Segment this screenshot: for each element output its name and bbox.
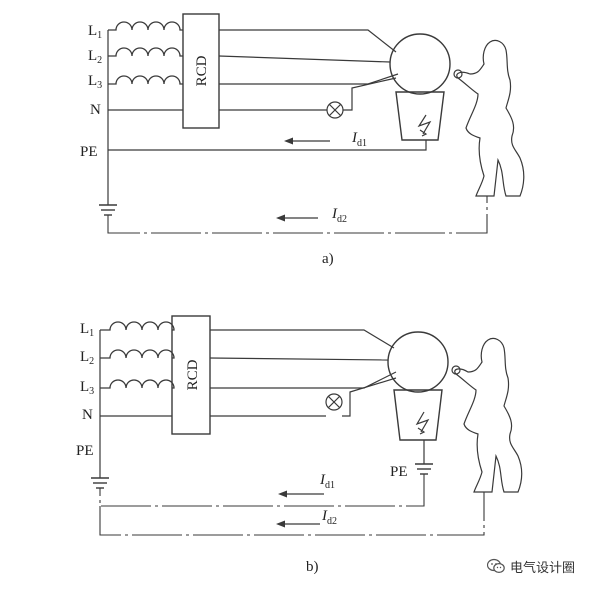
label-l2-a: L2 <box>88 48 102 66</box>
label-pe-b: PE <box>76 443 94 459</box>
diagram-a-labels: L1 L2 L3 N PE <box>80 23 102 160</box>
person-figure-b <box>454 337 523 493</box>
label-n-b: N <box>82 407 93 423</box>
coil-l1-b <box>100 321 175 331</box>
fault-bolt-a <box>417 114 432 135</box>
watermark: 电气设计圈 <box>487 556 575 576</box>
watermark-text: 电气设计圈 <box>510 560 576 576</box>
label-l3-b: L3 <box>80 379 94 397</box>
label-id1-b: Id1 <box>319 472 335 491</box>
label-pe-a: PE <box>80 144 98 160</box>
diagram-b-labels: L1 L2 L3 N PE <box>76 321 94 459</box>
coil-l3-b <box>100 379 175 389</box>
label-l3-a: L3 <box>88 73 102 91</box>
motor-circle-a <box>389 33 451 95</box>
hand-contact-a <box>453 69 463 79</box>
lamp-return-b <box>342 377 397 417</box>
hand-contact-b <box>451 365 461 375</box>
label-id1-a: Id1 <box>351 130 367 149</box>
lamp-a <box>326 101 344 119</box>
arrow-id1-a <box>284 137 330 145</box>
label-l1-a: L1 <box>88 23 102 41</box>
rcd-box-b <box>171 315 211 435</box>
label-id2-b: Id2 <box>321 508 337 527</box>
out-l2-b <box>209 357 389 361</box>
earth-symbol-source-b <box>91 477 109 489</box>
earth-return-a <box>107 196 488 234</box>
lamp-circle-b <box>325 393 343 411</box>
rcd-box-a <box>182 13 220 129</box>
lamp-b <box>325 393 343 411</box>
diagram-a: L1 L2 L3 N PE RCD <box>80 13 525 267</box>
coil-l1-a <box>108 21 183 31</box>
rcd-label-b: RCD <box>185 359 201 390</box>
equipment-frame-a <box>395 91 445 141</box>
label-id2-a: Id2 <box>331 206 347 225</box>
coils-a <box>107 21 183 205</box>
earth-symbol-local-b <box>415 463 433 475</box>
label-l2-b: L2 <box>80 349 94 367</box>
earth-path-d2-b <box>99 492 485 536</box>
out-l1-a <box>219 29 397 53</box>
lamp-circle-a <box>326 101 344 119</box>
fault-bolt-b <box>415 411 430 433</box>
label-pe-local-b: PE <box>390 464 408 480</box>
coils-b <box>99 321 175 478</box>
arrow-id2-a <box>276 214 318 222</box>
label-l1-b: L1 <box>80 321 94 339</box>
label-n-a: N <box>90 102 101 118</box>
earth-symbol-a <box>99 204 117 216</box>
caption-b: b) <box>306 559 319 575</box>
equipment-a <box>389 33 451 141</box>
out-l3-b <box>210 371 397 389</box>
lamp-return-a <box>343 77 397 111</box>
person-figure-a <box>456 39 525 197</box>
diagram-b: L1 L2 L3 N PE RCD <box>76 315 523 575</box>
conductors-a <box>218 29 399 111</box>
coil-l2-b <box>100 349 175 359</box>
coil-l2-a <box>108 47 183 57</box>
arrow-id2-b <box>276 520 320 528</box>
equipment-frame-b <box>393 389 443 441</box>
wechat-icon <box>487 558 505 574</box>
out-l2-a <box>218 55 391 63</box>
pe-conductor-a <box>108 140 427 151</box>
conductors-b <box>209 329 397 417</box>
earth-path-d1-b <box>99 474 425 507</box>
arrow-id1-b <box>278 490 324 498</box>
rcd-label-a: RCD <box>194 55 210 86</box>
out-l3-a <box>219 73 399 85</box>
motor-circle-b <box>387 331 449 393</box>
out-l1-b <box>210 329 395 349</box>
coil-l3-a <box>108 75 183 85</box>
caption-a: a) <box>322 251 334 267</box>
equipment-b <box>387 331 449 441</box>
